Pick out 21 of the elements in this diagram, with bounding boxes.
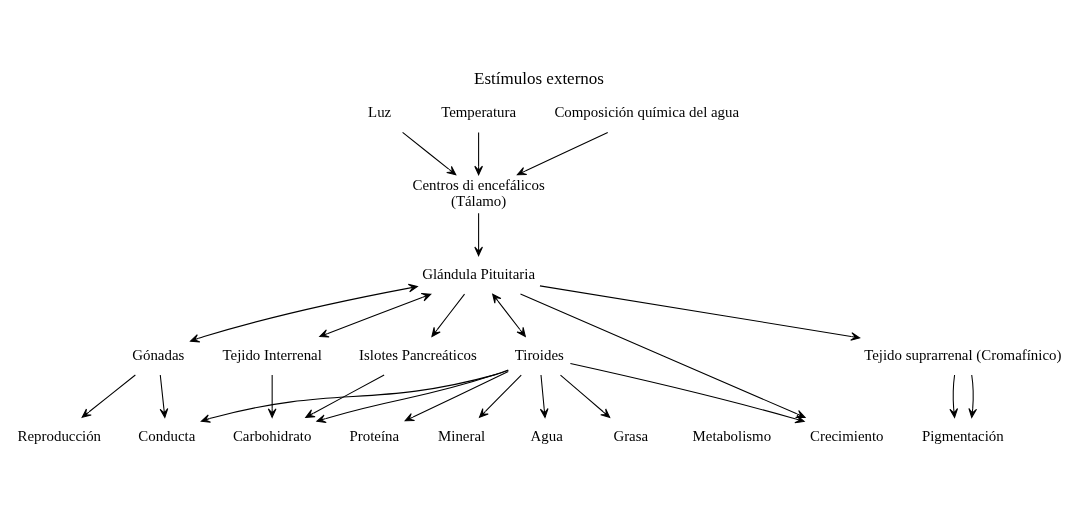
diagram-title: Estímulos externos — [474, 69, 604, 89]
node-text: Carbohidrato — [232, 427, 312, 444]
node-text: Temperatura — [441, 104, 517, 121]
node-text: Crecimiento — [810, 427, 884, 444]
node-text: Gónadas — [132, 346, 185, 363]
node-text: Agua — [530, 427, 563, 444]
node-text: Mineral — [438, 427, 486, 444]
node-text: Conducta — [138, 427, 196, 444]
node-text: Glándula Pituitaria — [422, 265, 535, 282]
label: Metabolismo — [692, 427, 772, 444]
node-text: Proteína — [349, 427, 400, 444]
node-text: Tejido Interrenal — [222, 346, 322, 363]
node-text: Islotes Pancreáticos — [359, 346, 477, 363]
node-text: Centros di encefálicos (Tálamo) — [412, 176, 545, 209]
node-text: Pigmentación — [921, 427, 1004, 444]
node-text: Luz — [368, 104, 392, 121]
node-text: Tiroides — [514, 346, 564, 363]
node-text: Reproducción — [17, 427, 102, 444]
node-text: Grasa — [613, 427, 649, 444]
node-text: Composición química del agua — [554, 104, 740, 121]
node-text: Tejido suprarrenal (Cromafínico) — [864, 346, 1062, 363]
